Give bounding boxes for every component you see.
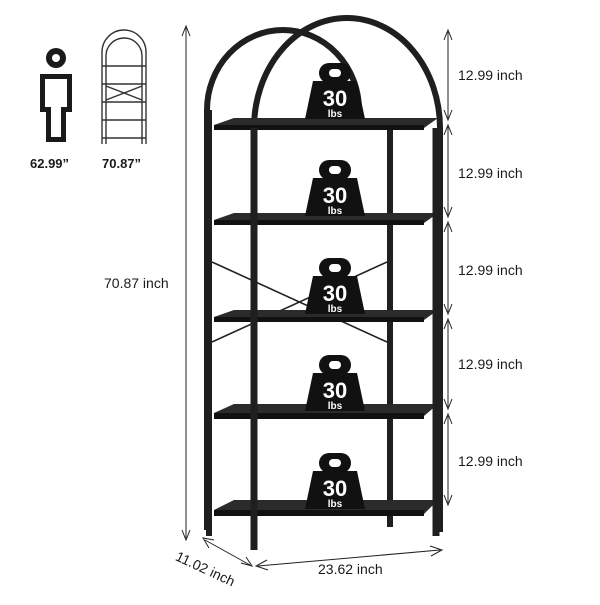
weight-badge-4-unit: lbs	[327, 401, 343, 412]
weight-badge-4-value: 30	[322, 378, 348, 403]
back-arch-frame	[204, 27, 362, 530]
weight-badge-1-shape	[305, 63, 365, 119]
person-icon	[40, 48, 72, 142]
depth-dimension-line	[204, 539, 251, 566]
shelf-spacing-label-5: 12.99 inch	[458, 453, 523, 469]
weight-badge-1-unit: lbs	[327, 109, 343, 120]
weight-badge-3-shape	[305, 258, 365, 314]
shelf-spacing-label-4: 12.99 inch	[458, 356, 523, 372]
weight-badge-5-unit: lbs	[327, 499, 343, 510]
person-height-label: 62.99”	[30, 156, 70, 171]
shelf-spacing-label-2: 12.99 inch	[458, 165, 523, 181]
front-arch-frame	[251, 15, 443, 548]
weight-badge-2-shape	[305, 160, 365, 216]
shelf-height-label: 70.87”	[102, 156, 142, 171]
weight-badge-3-unit: lbs	[327, 304, 343, 315]
mini-bookshelf-icon	[101, 29, 147, 144]
shelf-spacing-lines	[443, 28, 453, 507]
width-dimension-line	[257, 549, 441, 567]
weight-badge-1-value: 30	[322, 86, 348, 111]
shelf-spacing-label-1: 12.99 inch	[458, 67, 523, 83]
weight-badges	[305, 63, 365, 509]
width-label: 23.62 inch	[318, 561, 383, 577]
weight-badge-4-shape	[305, 355, 365, 411]
cross-brace	[211, 261, 388, 343]
weight-badge-5-value: 30	[322, 476, 348, 501]
dimension-lines	[181, 24, 453, 571]
weight-badge-2-value: 30	[322, 183, 348, 208]
weight-badge-5-shape	[305, 453, 365, 509]
total-height-label: 70.87 inch	[104, 275, 169, 291]
weight-badge-3-value: 30	[322, 281, 348, 306]
shelf-spacing-label-3: 12.99 inch	[458, 262, 523, 278]
weight-badge-2-unit: lbs	[327, 206, 343, 217]
